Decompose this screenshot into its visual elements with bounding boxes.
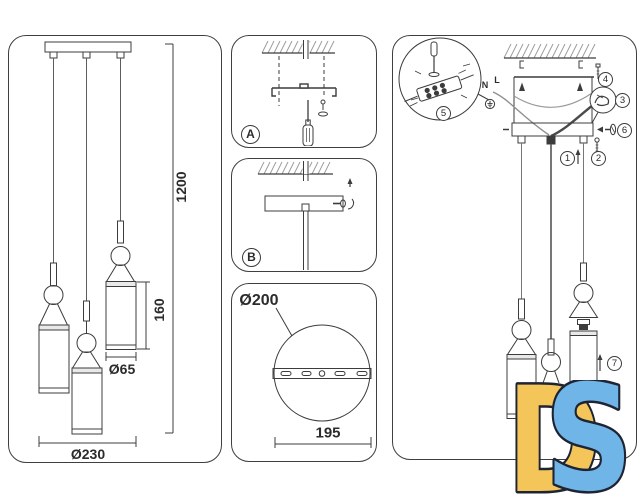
dimension-view-panel: 1200 160 Ø65 Ø230	[8, 35, 222, 463]
terminal-block-detail	[398, 37, 490, 121]
dim-mount-width: 195	[315, 424, 341, 442]
alignment-dashes	[278, 56, 325, 106]
logo-letter-s: S	[545, 380, 633, 500]
dim-canopy-diameter: Ø200	[239, 292, 279, 309]
dim-overall-height: 1200	[173, 171, 189, 203]
ceiling-hatch	[261, 40, 335, 54]
callout-5: 5	[436, 106, 451, 121]
detail-a-badge: A	[241, 125, 260, 144]
mounting-bracket	[271, 83, 337, 97]
dim-line-230	[38, 436, 137, 447]
pendant-partial	[541, 338, 561, 384]
dim-line-195	[274, 437, 372, 448]
arrow-up-1	[575, 149, 581, 164]
detail-a-panel: A	[231, 35, 377, 148]
dim-shade-diameter: Ø65	[108, 361, 136, 377]
mains-cable	[302, 40, 310, 59]
canopy-view-panel: Ø200 195	[231, 283, 377, 462]
terminal-block	[404, 69, 474, 107]
callout-7: 7	[607, 356, 622, 371]
wire-label-neutral: N	[481, 80, 489, 90]
suspension-cords	[521, 143, 584, 339]
assembly-panel: 1 2 3 4 5 6 7 N L	[392, 35, 637, 460]
mounting-bar	[272, 368, 372, 379]
wires	[492, 91, 602, 138]
canopy-side-screw-6	[503, 123, 617, 136]
pendant-left	[38, 262, 70, 394]
detail-b-panel: B	[231, 158, 377, 272]
leader-line	[275, 307, 293, 337]
arrow-up-7	[597, 354, 603, 371]
dim-line-160	[137, 281, 150, 350]
wire-label-live: L	[494, 75, 500, 85]
screwdriver-icon	[302, 100, 314, 146]
suspension-rod	[303, 211, 309, 270]
logo-letter-d: D	[507, 380, 601, 500]
screw-icon	[318, 99, 328, 117]
pendant-lamp-drawing	[38, 41, 174, 447]
canopy	[264, 195, 344, 212]
clamp-detail-bubble	[589, 86, 617, 114]
detail-b-badge: B	[242, 248, 261, 267]
pendant-right	[105, 220, 137, 350]
ceiling-hatch	[503, 43, 596, 59]
pendant-exploded	[568, 262, 599, 389]
dim-line-1200	[165, 43, 174, 434]
ds-logo: D S	[505, 380, 636, 500]
screwdriver-icon	[428, 41, 440, 77]
pendant-assembled	[506, 298, 537, 419]
ground-icon	[484, 98, 496, 110]
canopy	[511, 122, 594, 145]
callout-4: 4	[598, 72, 613, 87]
pendant-middle	[71, 300, 103, 435]
suspension-cords	[53, 58, 121, 301]
ceiling-plate	[44, 41, 132, 59]
dim-fixture-diameter: Ø230	[70, 446, 106, 462]
canopy-outline	[273, 324, 371, 422]
callout-6: 6	[617, 123, 632, 138]
dim-shade-height: 160	[151, 298, 167, 322]
mounting-bracket	[513, 76, 594, 123]
ceiling-hatch	[257, 161, 331, 175]
callout-3: 3	[615, 93, 630, 108]
dim-line-65	[105, 352, 137, 361]
anchor-marks	[519, 60, 583, 69]
callout-1: 1	[560, 151, 575, 166]
side-screw-icon	[333, 178, 355, 210]
callout-2: 2	[591, 151, 606, 166]
mains-cable	[302, 161, 310, 181]
